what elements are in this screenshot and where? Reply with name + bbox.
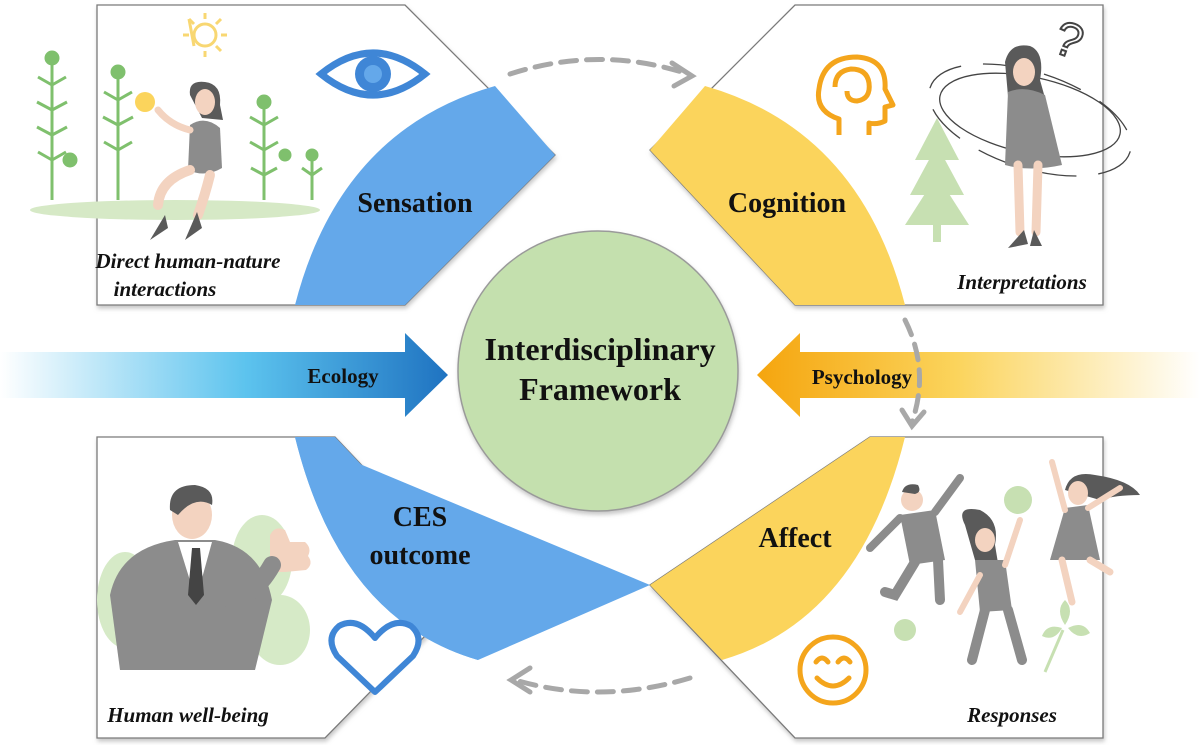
caption-interpretations: Interpretations — [956, 270, 1087, 294]
plants — [36, 50, 323, 200]
smiley-icon — [797, 634, 869, 706]
ces-outcome-label-2: outcome — [369, 540, 470, 571]
eye-icon — [315, 49, 431, 99]
flow-arrow-top-head — [669, 60, 697, 89]
caption-direct-interactions-1: Direct human-nature — [95, 249, 281, 273]
psychology-label: Psychology — [812, 365, 913, 389]
affect-label: Affect — [758, 523, 832, 554]
center-title-1: Interdisciplinary — [484, 331, 715, 367]
jumping-people-illustration — [866, 459, 1140, 673]
ecology-arrow: Ecology — [0, 333, 448, 417]
businessman-illustration — [97, 485, 311, 670]
jumping-woman — [1049, 459, 1140, 606]
caption-responses: Responses — [966, 703, 1057, 727]
plant-decoration — [894, 600, 1090, 673]
thumbs-up-hand — [270, 528, 311, 572]
affect-band — [650, 437, 905, 660]
standing-person — [1005, 45, 1062, 248]
cognition-band — [650, 86, 905, 305]
ces-outcome-label-1: CES — [393, 502, 447, 533]
flow-arrow-bottom-head — [506, 665, 533, 695]
brain-head-icon — [815, 54, 896, 135]
psychology-arrow: Psychology — [757, 333, 1200, 417]
sun-icon — [183, 13, 227, 57]
sensation-band — [295, 86, 555, 305]
flow-arrow-bottom — [512, 675, 693, 695]
ces-outcome-band-fix — [295, 437, 478, 660]
cognition-label: Cognition — [728, 188, 847, 219]
crouching-person — [135, 81, 223, 240]
center-circle — [457, 230, 739, 512]
jumping-woman-flowers — [957, 486, 1032, 665]
nature-interaction-illustration — [30, 13, 323, 240]
sensation-label: Sensation — [357, 188, 473, 219]
center-title-2: Framework — [519, 371, 681, 407]
flow-arrows — [506, 57, 927, 695]
jumping-man — [866, 474, 964, 605]
ecology-label: Ecology — [307, 364, 379, 388]
heart-icon — [328, 620, 422, 695]
flow-arrow-right-head — [899, 407, 927, 431]
flow-arrow-top — [507, 57, 691, 77]
grass-patch — [30, 200, 320, 220]
suit-jacket — [110, 540, 272, 670]
flow-arrow-right — [902, 317, 922, 425]
caption-human-well-being: Human well-being — [106, 703, 269, 727]
pine-tree — [905, 118, 969, 242]
caption-direct-interactions-2: interactions — [114, 277, 217, 301]
